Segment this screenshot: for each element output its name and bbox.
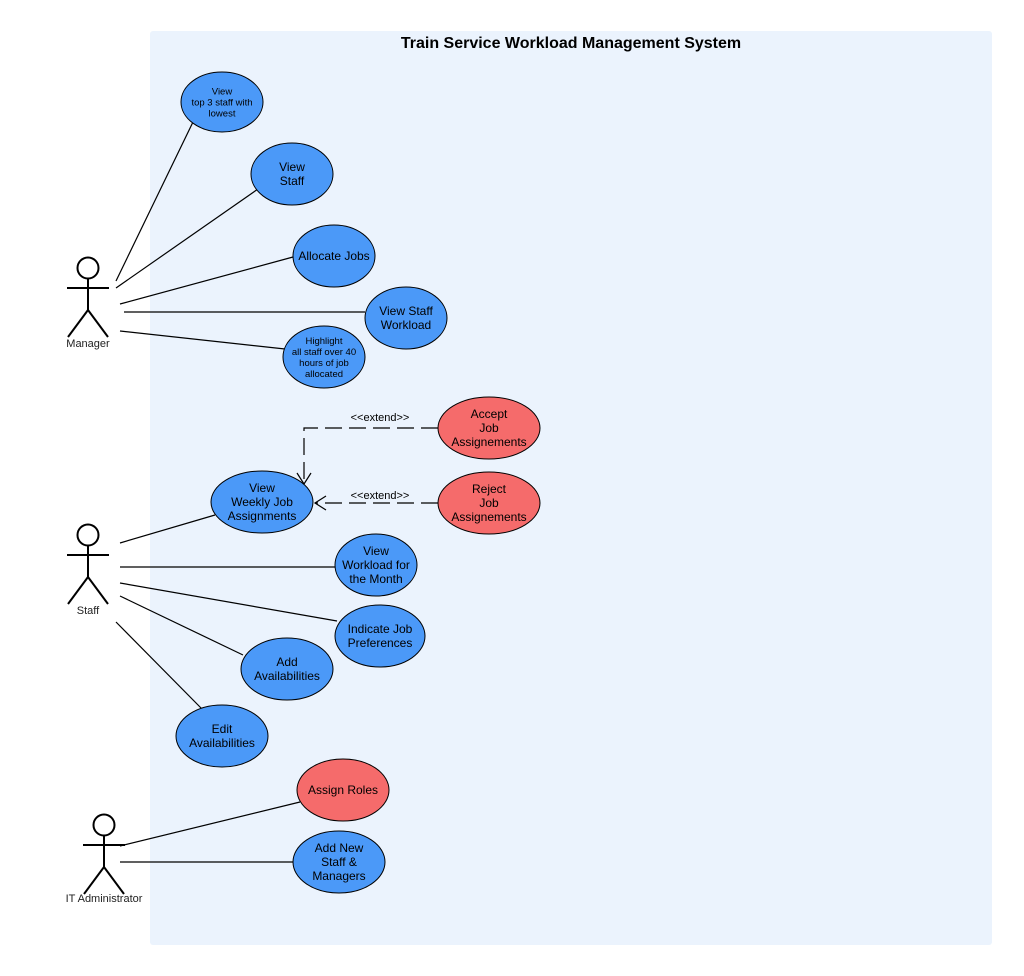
usecase-label-line: all staff over 40 <box>292 347 356 358</box>
extend-reject_job: <<extend>> <box>313 490 438 511</box>
extend-label: <<extend>> <box>351 490 410 502</box>
usecase-ellipse <box>334 533 418 597</box>
usecase-allocate-jobs[interactable]: Allocate Jobs <box>292 224 376 288</box>
actor-it-admin[interactable]: IT Administrator <box>66 813 143 906</box>
usecase-label-line: Weekly Job <box>231 495 293 509</box>
usecase-label-line: Edit <box>212 722 233 736</box>
usecase-label-line: Workload <box>381 318 431 332</box>
association-staff-add_avail <box>119 595 244 656</box>
usecase-label-line: View <box>279 160 305 174</box>
association-manager-view_top3 <box>115 121 194 282</box>
usecase-ellipse <box>334 604 426 668</box>
association-staff-indicate_pref <box>119 582 338 622</box>
stick-figure-icon <box>67 523 109 605</box>
usecase-label-line: Preferences <box>348 636 413 650</box>
usecase-label-line: Managers <box>312 869 365 883</box>
actor-staff[interactable]: Staff <box>67 523 109 618</box>
usecase-label-line: hours of job <box>299 358 349 369</box>
usecase-label-line: Availabilities <box>189 736 255 750</box>
usecase-label-line: Staff & <box>321 855 357 869</box>
usecase-label-line: Staff <box>280 174 305 188</box>
usecase-label-line: View Staff <box>379 304 433 318</box>
usecase-ellipse <box>175 704 269 768</box>
usecase-ellipse <box>250 142 334 206</box>
extend-relationships: <<extend>> <<extend>> <box>296 412 438 511</box>
usecase-label-line: Assignments <box>228 509 297 523</box>
usecase-label-line: Job <box>479 421 499 435</box>
usecase-label-line: Job <box>479 496 499 510</box>
actor-label: IT Administrator <box>66 893 143 905</box>
actor-label: Manager <box>66 338 110 350</box>
usecase-ellipse <box>437 396 541 460</box>
usecase-label-line: Add <box>276 655 297 669</box>
system-title: Train Service Workload Management System <box>401 35 741 52</box>
usecase-label-line: Assign Roles <box>308 783 378 797</box>
association-manager-view_staff <box>115 188 259 289</box>
usecase-ellipse <box>296 758 390 822</box>
stick-figure-icon <box>67 256 109 338</box>
association-it_admin-assign_roles <box>119 801 301 847</box>
usecase-ellipse <box>210 470 314 534</box>
usecase-ellipse <box>240 637 334 701</box>
association-staff-edit_avail <box>115 621 203 710</box>
association-staff-view_weekly <box>119 514 216 544</box>
usecase-label-line: Allocate Jobs <box>298 249 369 263</box>
usecase-ellipse <box>437 471 541 535</box>
usecase-ellipse <box>364 286 448 350</box>
usecase-ellipse <box>282 325 366 389</box>
association-manager-highlight <box>119 330 286 350</box>
usecase-label-line: View <box>249 481 275 495</box>
usecase-label-line: Availabilities <box>254 669 320 683</box>
actor-manager[interactable]: Manager <box>66 256 110 351</box>
association-manager-allocate_jobs <box>119 256 294 305</box>
usecase-label-line: lowest <box>209 108 236 119</box>
usecase-ellipse <box>292 830 386 894</box>
usecase-label-line: Assignements <box>451 435 526 449</box>
extend-line <box>303 427 438 484</box>
usecase-label-line: Accept <box>471 407 508 421</box>
usecase-label-line: the Month <box>349 572 402 586</box>
usecase-label-line: Assignements <box>451 510 526 524</box>
association-lines <box>115 121 365 863</box>
extend-arrowhead <box>313 495 327 511</box>
usecase-ellipse <box>292 224 376 288</box>
usecase-label-line: Indicate Job <box>348 622 413 636</box>
usecase-assign-roles[interactable]: Assign Roles <box>296 758 390 822</box>
usecase-label-line: Add New <box>315 841 364 855</box>
usecase-label-line: View <box>212 86 233 97</box>
usecase-label-line: Reject <box>472 482 507 496</box>
usecase-label-line: View <box>363 544 389 558</box>
usecase-label-line: Workload for <box>342 558 410 572</box>
stick-figure-icon <box>83 813 125 895</box>
usecase-label-line: top 3 staff with <box>191 97 252 108</box>
usecase-label-line: Highlight <box>306 336 343 347</box>
usecase-label-line: allocated <box>305 369 343 380</box>
actor-label: Staff <box>77 605 100 617</box>
extend-label: <<extend>> <box>351 412 410 424</box>
usecase-ellipse <box>180 71 264 133</box>
